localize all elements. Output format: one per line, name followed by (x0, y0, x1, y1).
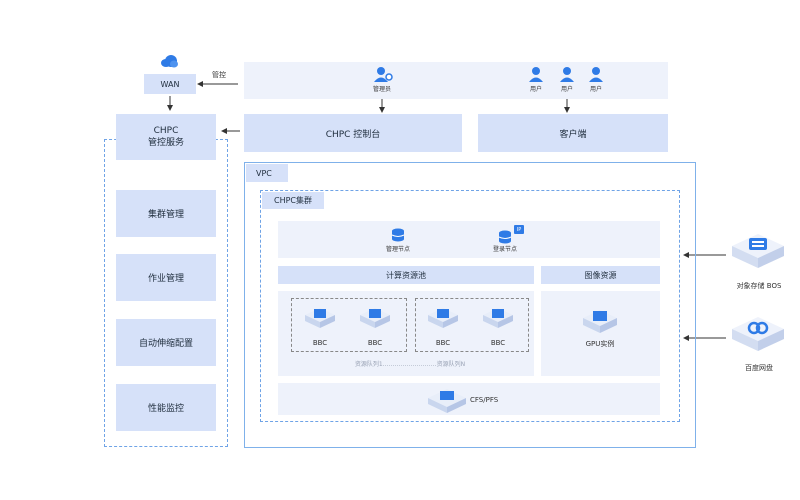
image-resource-label: 图像资源 (584, 270, 617, 280)
cfs-label: CFS/PFS (470, 396, 499, 404)
image-resource-header: 图像资源 (541, 266, 660, 284)
service-title-box: CHPC 管控服务 (116, 114, 216, 160)
resource-queue-n (415, 298, 529, 352)
cluster-label: CHPC集群 (273, 196, 312, 205)
resource-queue-1 (291, 298, 407, 352)
manage-node-label: 管理节点 (385, 246, 410, 253)
netdisk-icon (730, 315, 786, 359)
service-title-line2: 管控服务 (147, 138, 184, 148)
cloud-icon (160, 53, 178, 68)
admin-icon (372, 66, 394, 82)
service-item-monitoring: 性能监控 (116, 384, 216, 431)
compute-pool-label: 计算资源池 (386, 270, 426, 280)
user-icon (559, 66, 575, 82)
gpu-label: GPU实例 (585, 340, 615, 348)
user-label: 用户 (529, 86, 542, 93)
ip-badge: IP (514, 225, 524, 234)
service-item-label: 集群管理 (147, 210, 184, 220)
node-row (278, 221, 660, 258)
server-icon (481, 304, 515, 330)
bbc-label: BBC (367, 339, 383, 347)
wan-box: WAN (144, 74, 196, 94)
bos-icon (730, 232, 786, 276)
gpu-icon (580, 305, 620, 335)
user-icon (588, 66, 604, 82)
console-box: CHPC 控制台 (244, 114, 462, 152)
service-item-cluster-management: 集群管理 (116, 190, 216, 237)
user-label: 用户 (560, 86, 573, 93)
storage-icon (425, 386, 469, 414)
database-icon (390, 227, 406, 243)
client-label: 客户端 (559, 129, 587, 140)
cfs-row (278, 383, 660, 415)
vpc-tag: VPC (246, 164, 288, 182)
login-node-label: 登录节点 (492, 246, 517, 253)
compute-pool-header: 计算资源池 (278, 266, 534, 284)
console-label: CHPC 控制台 (325, 129, 381, 140)
user-strip (244, 62, 668, 99)
service-title-line1: CHPC (153, 126, 179, 136)
netdisk-label: 百度网盘 (745, 364, 773, 372)
bbc-label: BBC (435, 339, 451, 347)
bos-label: 对象存储 BOS (736, 282, 782, 290)
server-icon (303, 304, 337, 330)
user-label: 用户 (589, 86, 602, 93)
user-icon (528, 66, 544, 82)
service-item-label: 性能监控 (147, 404, 184, 414)
image-resource-body (541, 291, 660, 376)
manage-label: 管控 (212, 71, 226, 79)
database-icon (497, 229, 513, 245)
service-item-autoscaling: 自动伸缩配置 (116, 319, 216, 366)
bbc-label: BBC (312, 339, 328, 347)
cluster-container (260, 190, 680, 422)
wan-label: WAN (160, 79, 180, 89)
admin-label: 管理员 (372, 86, 391, 93)
queue-label: 资源队列1………………………资源队列N (354, 361, 466, 368)
server-icon (426, 304, 460, 330)
bbc-label: BBC (490, 339, 506, 347)
client-box: 客户端 (478, 114, 668, 152)
service-item-label: 自动伸缩配置 (138, 339, 193, 349)
vpc-container (244, 162, 696, 448)
service-item-job-management: 作业管理 (116, 254, 216, 301)
cluster-tag: CHPC集群 (262, 192, 324, 209)
service-item-label: 作业管理 (147, 274, 184, 284)
vpc-label: VPC (256, 168, 272, 178)
server-icon (358, 304, 392, 330)
ip-badge-label: IP (516, 226, 522, 233)
